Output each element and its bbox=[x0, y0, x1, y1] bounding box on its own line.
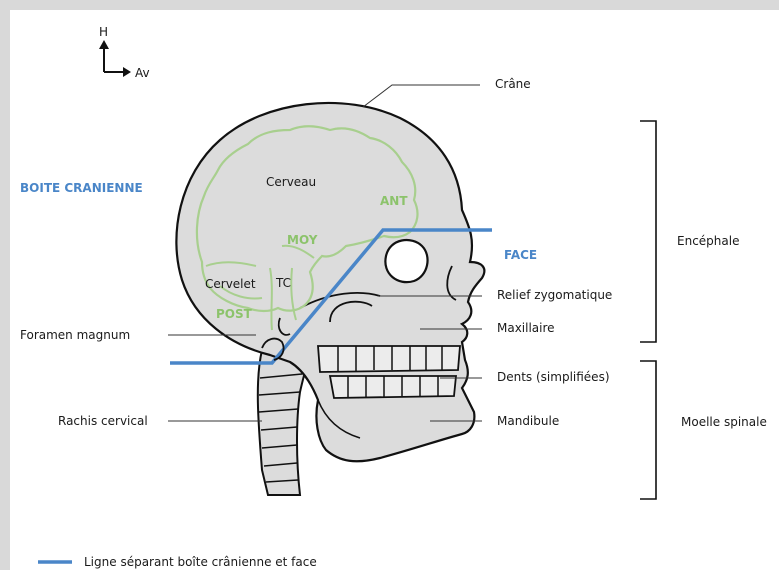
label-mandibule: Mandibule bbox=[497, 414, 559, 428]
label-crane: Crâne bbox=[495, 77, 531, 91]
orientation-indicator: H Av bbox=[99, 25, 150, 80]
label-ant: ANT bbox=[380, 194, 408, 208]
label-rachis-cervical: Rachis cervical bbox=[58, 414, 148, 428]
orbit-icon bbox=[385, 240, 427, 282]
label-encephale: Encéphale bbox=[677, 234, 739, 248]
skull-diagram: H Av bbox=[10, 10, 779, 570]
forward-label: Av bbox=[135, 66, 150, 80]
bracket-moelle-spinale bbox=[640, 361, 656, 499]
label-cervelet: Cervelet bbox=[205, 277, 256, 291]
label-foramen-magnum: Foramen magnum bbox=[20, 328, 130, 342]
legend-label: Ligne séparant boîte crânienne et face bbox=[84, 555, 317, 569]
label-post: POST bbox=[216, 307, 253, 321]
upper-teeth bbox=[318, 346, 460, 372]
up-label: H bbox=[99, 25, 108, 39]
label-dents: Dents (simplifiées) bbox=[497, 370, 610, 384]
label-moelle-spinale: Moelle spinale bbox=[681, 415, 767, 429]
label-boite-cranienne: BOITE CRANIENNE bbox=[20, 181, 143, 195]
label-cerveau: Cerveau bbox=[266, 175, 316, 189]
label-relief-zygomatique: Relief zygomatique bbox=[497, 288, 612, 302]
bracket-encephale bbox=[640, 121, 656, 342]
label-face: FACE bbox=[504, 248, 537, 262]
arrow-up-icon bbox=[99, 40, 109, 49]
arrow-forward-icon bbox=[123, 67, 131, 77]
legend: Ligne séparant boîte crânienne et face bbox=[38, 555, 317, 569]
diagram-frame: H Av bbox=[10, 10, 779, 570]
lower-teeth bbox=[330, 376, 456, 398]
label-maxillaire: Maxillaire bbox=[497, 321, 555, 335]
label-moy: MOY bbox=[287, 233, 318, 247]
label-tc: TC bbox=[275, 276, 291, 290]
